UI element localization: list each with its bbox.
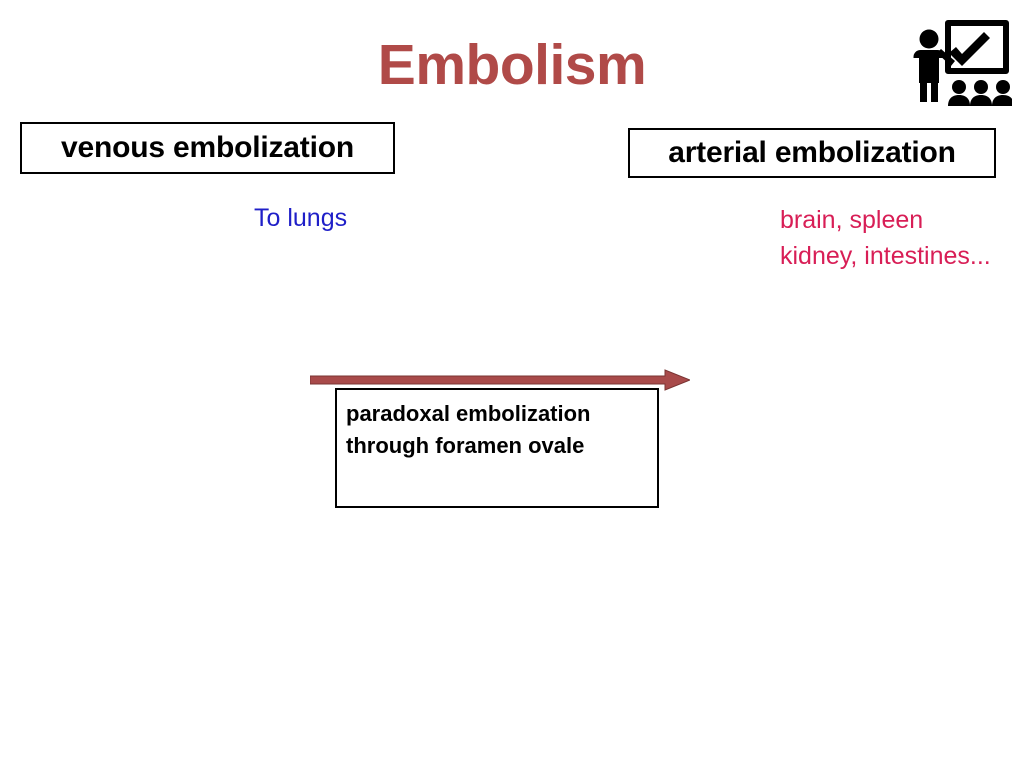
paradoxal-embolization-line-1: paradoxal embolization [346, 401, 591, 426]
arterial-destination-note: brain, spleen kidney, intestines... [780, 203, 991, 274]
arterial-embolization-label: arterial embolization [668, 136, 956, 169]
venous-destination-note: To lungs [254, 204, 348, 232]
venous-embolization-label: venous embolization [61, 131, 354, 164]
paradoxal-embolization-line-2: through foramen ovale [346, 432, 585, 458]
page-title: Embolism [377, 33, 647, 97]
arterial-destination-line-2: kidney, intestines... [780, 241, 991, 270]
arterial-embolization-box: arterial embolization [628, 128, 996, 178]
paradoxal-embolization-box: paradoxal embolization through foramen o… [335, 388, 659, 508]
right-arrow-icon [310, 369, 690, 391]
venous-embolization-box: venous embolization [20, 122, 395, 174]
lecture-presentation-icon [908, 12, 1012, 106]
paradoxal-embolization-text: paradoxal embolization through foramen o… [346, 398, 591, 461]
arterial-destination-line-1: brain, spleen [780, 206, 924, 234]
